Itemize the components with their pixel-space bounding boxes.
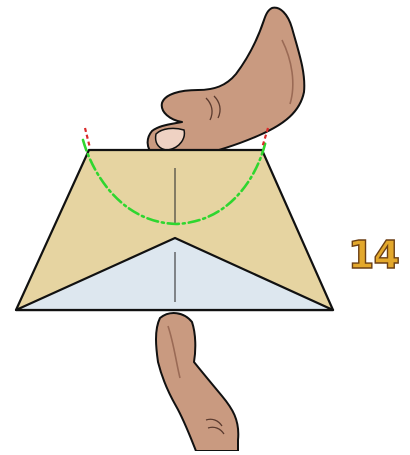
- step-number-label: 14: [348, 236, 399, 274]
- finger-holding-bottom-icon: [156, 313, 238, 451]
- thumb-pressing-top-icon: [148, 8, 305, 159]
- lower-finger-shape: [156, 313, 238, 451]
